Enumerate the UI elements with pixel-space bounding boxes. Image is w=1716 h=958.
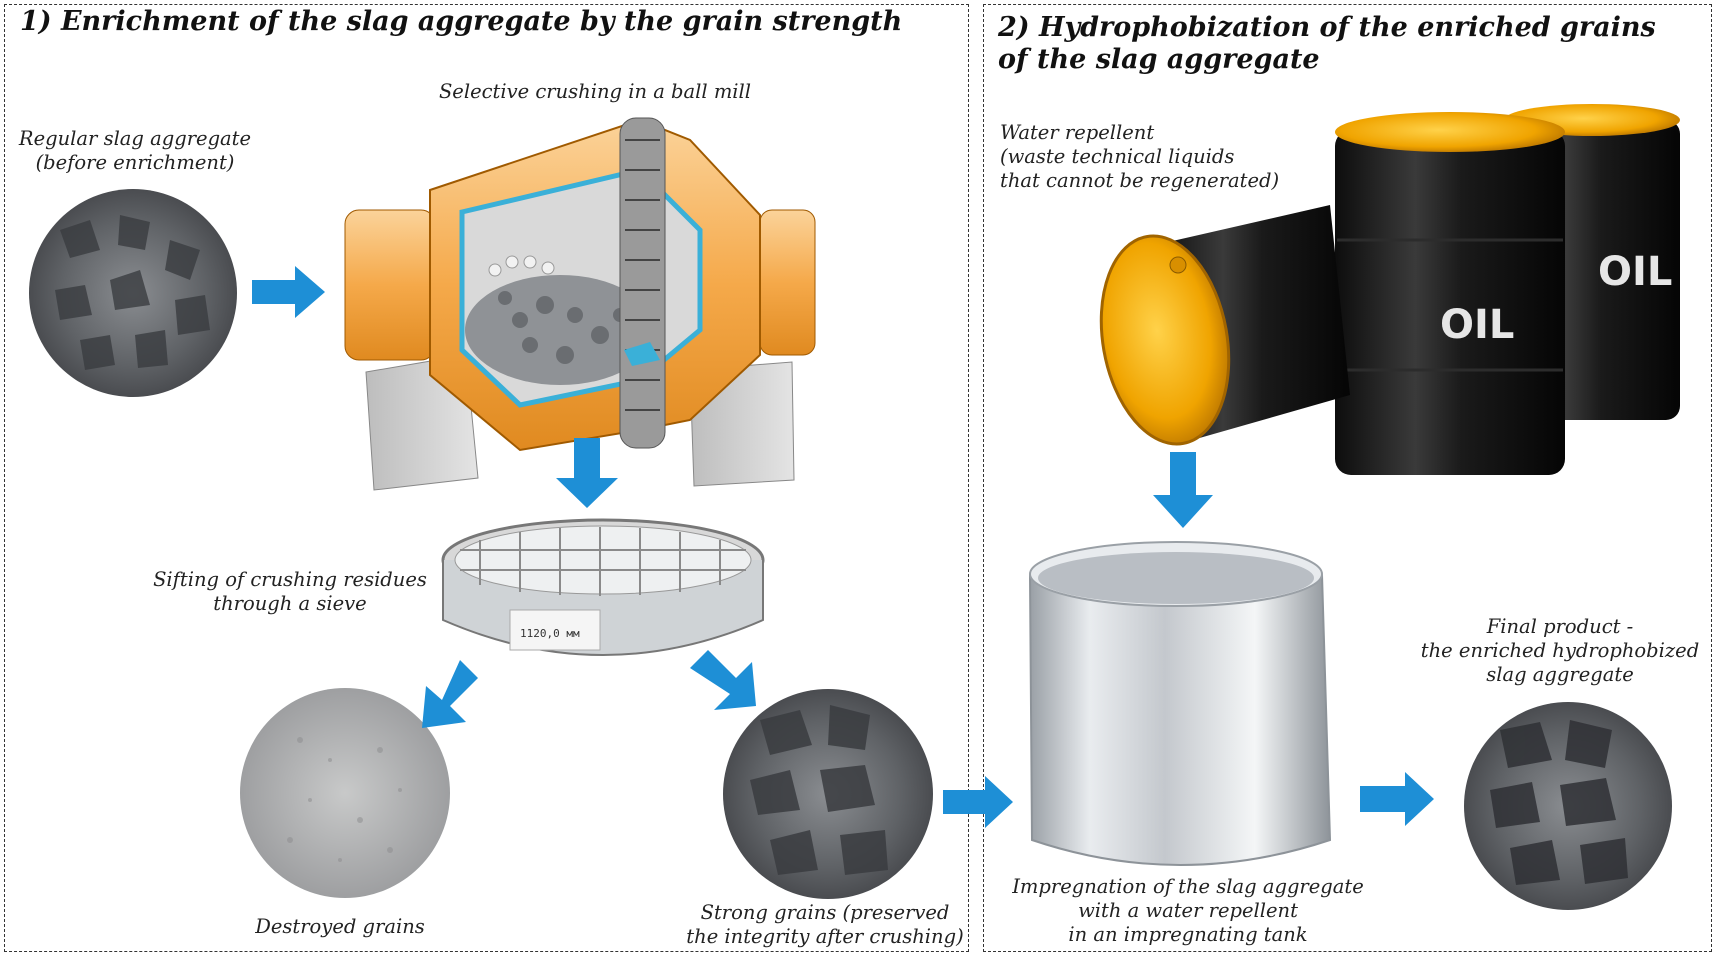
ball-mill-illustration [344, 117, 816, 491]
arrow-to-strong [690, 650, 756, 710]
strong-grains-photo [723, 689, 933, 899]
arrow-to-sieve [556, 438, 618, 508]
regular-aggregate-photo [29, 189, 237, 397]
barrel-label-back: OIL [1598, 249, 1672, 295]
caption-regular-aggregate: Regular slag aggregate (before enrichmen… [18, 127, 252, 174]
caption-destroyed-grains: Destroyed grains [255, 915, 425, 938]
caption-water-repellent: Water repellent (waste technical liquids… [1000, 121, 1280, 192]
arrow-to-mill [252, 266, 325, 318]
barrel-label-front: OIL [1440, 302, 1514, 348]
panel2-title-line1: 2) Hydrophobization of the enriched grai… [998, 12, 1656, 43]
panel-hydrophobization [983, 4, 1712, 952]
flow-arrows [252, 266, 1434, 828]
panel-enrichment [4, 4, 969, 952]
caption-strong-grains: Strong grains (preserved the integrity a… [686, 901, 964, 948]
arrow-oil-to-tank [1153, 452, 1213, 528]
panel1-title: 1) Enrichment of the slag aggregate by t… [20, 6, 903, 37]
arrow-to-tank [943, 776, 1013, 828]
caption-sieve: Sifting of crushing residues through a s… [153, 568, 427, 615]
impregnating-tank-illustration [1028, 541, 1332, 866]
final-product-photo [1464, 702, 1672, 910]
caption-final-product: Final product - the enriched hydrophobiz… [1420, 615, 1700, 686]
arrow-to-final [1360, 772, 1434, 826]
panel2-title-line2: of the slag aggregate [998, 44, 1320, 75]
sieve-mesh-label: 1120,0 мм [520, 627, 580, 640]
caption-impregnating-tank: Impregnation of the slag aggregate with … [1012, 875, 1364, 946]
sieve-illustration: 1120,0 мм [441, 518, 765, 656]
oil-barrels-illustration: OIL OIL [1099, 104, 1680, 475]
caption-ball-mill: Selective crushing in a ball mill [438, 80, 752, 103]
destroyed-grains-photo [240, 688, 450, 898]
arrow-to-destroyed [422, 660, 478, 728]
